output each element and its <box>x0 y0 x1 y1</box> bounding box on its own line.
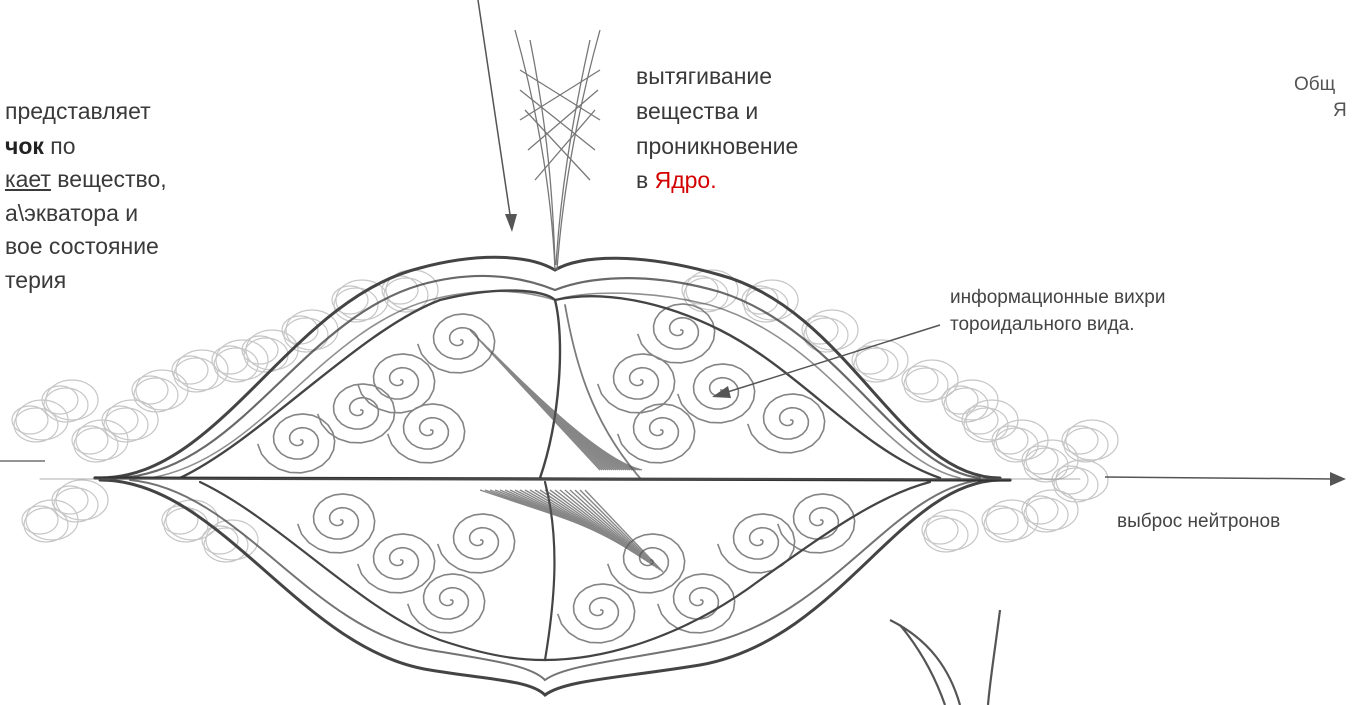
vortex-arrow-head <box>712 386 731 398</box>
neutron-arrow-head <box>1330 472 1346 486</box>
top-line-2: вещества и <box>636 98 758 126</box>
vortex-label-line-2: тороидального вида. <box>950 314 1135 337</box>
neutron-label: выброс нейтронов <box>1117 511 1280 534</box>
vortex-spirals <box>258 304 855 643</box>
top-funnel <box>515 30 600 270</box>
left-line-1: представляет <box>5 98 151 126</box>
right-top-line-1: Общ <box>1294 74 1335 97</box>
left-line-6: терия <box>5 267 66 295</box>
left-line-3: кает вещество, <box>5 166 167 194</box>
top-line-3: проникновение <box>636 133 798 161</box>
left-line-2: чок по <box>5 133 76 161</box>
top-arrow-head <box>505 214 517 232</box>
top-line-4: в Ядро. <box>636 167 717 195</box>
left-line-5: вое состояние <box>5 233 159 261</box>
lens-outline <box>40 257 1080 695</box>
left-line-4: а\экватора и <box>5 200 138 228</box>
neutron-arrow <box>1105 477 1335 479</box>
vortex-label-line-1: информационные вихри <box>950 287 1165 310</box>
top-arrow <box>478 0 512 228</box>
top-line-1: вытягивание <box>636 63 772 91</box>
center-hatching <box>470 330 663 572</box>
bottom-right-strokes <box>890 610 1000 705</box>
right-top-line-2: Я <box>1333 100 1347 123</box>
